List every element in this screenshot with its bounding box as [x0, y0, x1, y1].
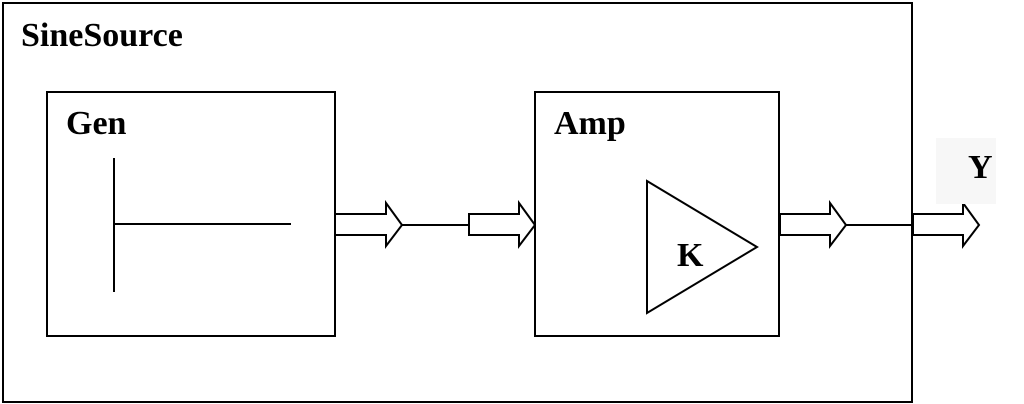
output-label-background	[936, 138, 996, 204]
gen-output-port-arrow[interactable]	[334, 199, 404, 249]
outer-output-port-arrow[interactable]	[912, 199, 981, 249]
amp-title: Amp	[554, 105, 626, 142]
gen-block[interactable]: Gen	[46, 91, 336, 337]
amp-input-port-arrow[interactable]	[468, 199, 537, 249]
gen-title: Gen	[66, 105, 127, 142]
amp-output-port-arrow[interactable]	[779, 199, 848, 249]
gain-label: K	[677, 237, 704, 274]
gain-triangle-icon	[646, 179, 759, 315]
output-label-y: Y	[968, 149, 993, 186]
sinesource-title: SineSource	[21, 17, 183, 54]
amp-block[interactable]: Amp K	[534, 91, 780, 337]
